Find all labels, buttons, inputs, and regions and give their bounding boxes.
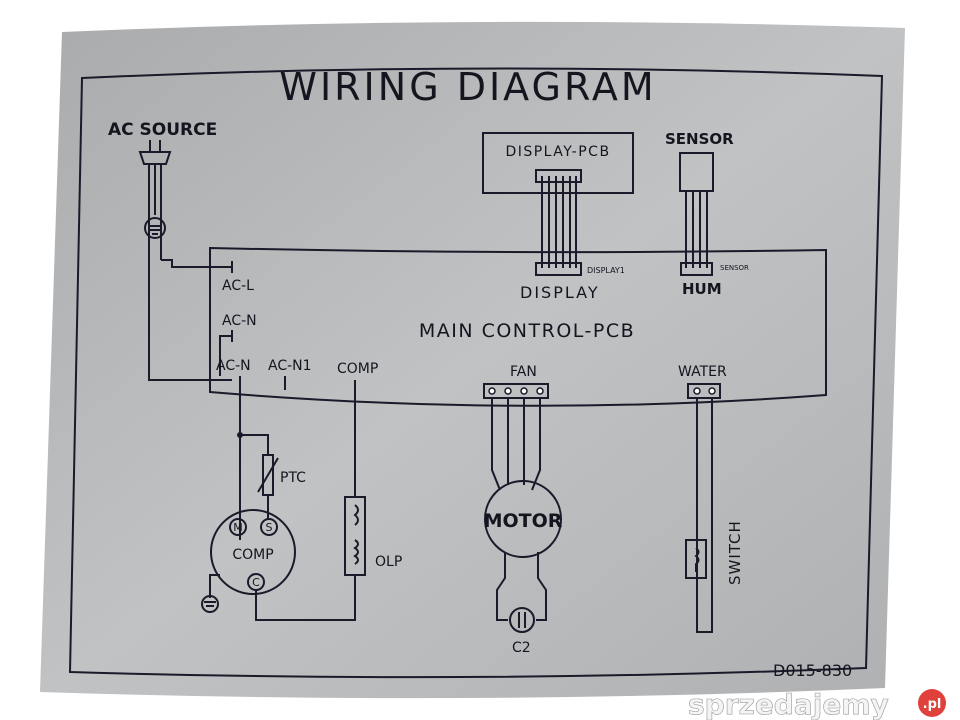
motor-label: MOTOR	[484, 510, 563, 532]
olp-label: OLP	[375, 554, 402, 570]
sprzedajemy-watermark: sprzedajemy .pl	[688, 688, 946, 720]
ac-n1-label: AC-N1	[268, 358, 312, 374]
main-control-pcb-box	[209, 246, 827, 407]
m-terminal-label: M	[233, 521, 243, 534]
fan-motor	[484, 480, 562, 558]
compressor-motor	[210, 509, 296, 595]
inner-border	[68, 67, 884, 679]
ac-n-label: AC-N	[216, 358, 251, 374]
ac-n-top-label: AC-N	[222, 313, 257, 329]
comp-terminal-label: COMP	[337, 361, 378, 377]
sensor-small-label: SENSOR	[720, 264, 749, 272]
svg-text:sprzedajemy: sprzedajemy	[688, 688, 889, 720]
display1-label: DISPLAY1	[587, 266, 625, 275]
plug-icon	[138, 140, 172, 370]
svg-text:.pl: .pl	[923, 697, 942, 712]
water-switch-box	[685, 539, 707, 579]
olp-box	[344, 496, 366, 576]
ac-source-label: AC SOURCE	[108, 120, 217, 140]
main-control-pcb-label: MAIN CONTROL-PCB	[419, 320, 635, 342]
capacitor-c2-icon	[509, 607, 535, 633]
watermark-badge	[918, 689, 946, 717]
part-number: D015-830	[773, 661, 852, 680]
s-terminal-label: S	[266, 521, 273, 534]
ground-icon	[144, 217, 166, 239]
fan-label: FAN	[510, 364, 537, 380]
display-pcb-box	[482, 132, 634, 194]
sensor-box	[679, 152, 714, 192]
comp-motor-label: COMP	[232, 547, 273, 563]
display-connector-label: DISPLAY	[520, 283, 600, 302]
c2-label: C2	[512, 640, 531, 656]
water-label: WATER	[678, 364, 727, 380]
display-pcb-label: DISPLAY-PCB	[505, 144, 610, 160]
sensor-label: SENSOR	[665, 130, 734, 148]
hum-label: HUM	[682, 280, 722, 298]
compressor-ground-icon	[201, 595, 219, 613]
ptc-label: PTC	[280, 470, 306, 486]
c-terminal-label: C	[252, 576, 260, 589]
diagram-title: WIRING DIAGRAM	[279, 65, 656, 109]
switch-label: SWITCH	[726, 520, 744, 585]
ac-l-label: AC-L	[222, 278, 254, 294]
